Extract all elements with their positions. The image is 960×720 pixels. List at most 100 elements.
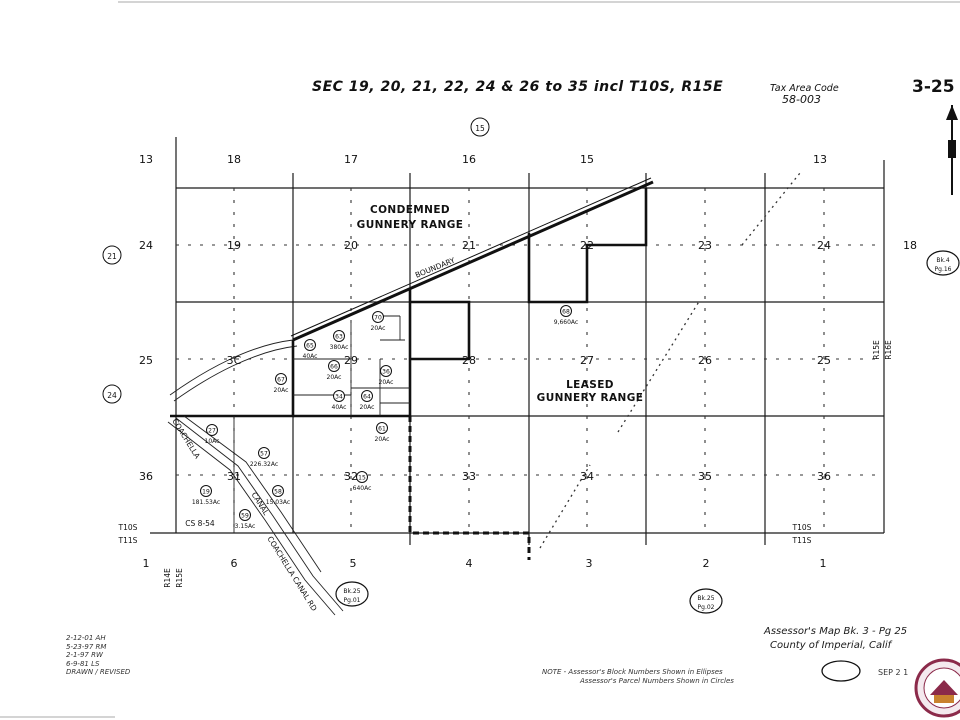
adjacent-section-number: 15 [580, 153, 594, 166]
amendment-entry: 2-12-01 AH [66, 634, 106, 642]
map-title: SEC 19, 20, 21, 22, 24 & 26 to 35 incl T… [312, 79, 724, 95]
parcel-circle [328, 360, 340, 372]
parcel-number: 61 [378, 426, 386, 433]
parcel-circle [376, 422, 388, 434]
block-number-ellipse-legend [821, 660, 861, 682]
note-parcel-numbers: Assessor's Parcel Numbers Shown in Circl… [580, 677, 734, 685]
parcel-number: 63 [335, 334, 343, 341]
range-label: R14E [163, 568, 172, 588]
adjacent-section-circle-number: 21 [107, 252, 117, 261]
book-reference-book: Bk.4 [936, 257, 949, 264]
parcel-circle [275, 373, 287, 385]
parcel-number: 66 [330, 364, 338, 371]
parcel-acreage: 10Ac [205, 438, 220, 445]
amendment-entry: 6-9-81 LS [66, 659, 100, 668]
section-number: 28 [462, 354, 476, 367]
parcel-number: 15 [358, 475, 366, 482]
adjacent-section-number: 36 [139, 470, 153, 483]
adjacent-section-number: 3 [586, 557, 593, 570]
parcel-circle [560, 305, 572, 317]
parcel-acreage: 9,660Ac [554, 319, 578, 326]
section-number: 26 [698, 354, 712, 367]
adjacent-section-number: 18 [903, 239, 917, 252]
tax-area-value: 58-003 [782, 93, 821, 106]
parcel-acreage: 380Ac [330, 344, 349, 351]
parcel-circle [206, 424, 218, 436]
section-number: 34 [580, 470, 594, 483]
parcel-circle [372, 311, 384, 323]
section-number: 19 [227, 239, 241, 252]
canal-label-upper: COACHELLA [170, 417, 202, 461]
parcel-acreage: 640Ac [353, 485, 372, 492]
condemned-range-label: GUNNERY RANGE [357, 219, 464, 231]
condemned-range-label: CONDEMNED [370, 204, 450, 216]
parcel-acreage: 15.03Ac [266, 499, 290, 506]
adjacent-section-number: 16 [462, 153, 476, 166]
quarter-section-lines [176, 188, 884, 533]
adjacent-section-number: 18 [227, 153, 241, 166]
adjacent-section-circle [102, 384, 122, 404]
adjacent-section-number: 4 [466, 557, 473, 570]
parcel-circle [333, 330, 345, 342]
parcel-acreage: 181.53Ac [192, 499, 220, 506]
parcel-circle [200, 485, 212, 497]
parcel-label-layer: 689,660Ac7020Ac63380Ac6540Ac6620Ac6720Ac… [192, 305, 578, 530]
parcel-circle [258, 447, 270, 459]
section-number: 36 [817, 470, 831, 483]
tax-area-label: Tax Area Code [770, 83, 839, 94]
gunnery-range-boundary [290, 177, 654, 342]
parcel-number: 64 [363, 394, 371, 401]
book-reference-page: Pg.01 [344, 597, 361, 604]
adjacent-section-number: 17 [344, 153, 358, 166]
map-number: 3-25 [912, 77, 955, 97]
amendment-entry: 2-1-97 RW [66, 651, 103, 660]
canal-road-label: COACHELLA CANAL RD [265, 535, 318, 613]
parcel-acreage: 20Ac [327, 374, 342, 381]
adjacent-section-number: 2 [703, 557, 710, 570]
north-arrow-icon [946, 105, 958, 195]
range-label: R15E [175, 568, 184, 588]
adjacent-section-number: 25 [139, 354, 153, 367]
amendment-entry: DRAWN / REVISED [66, 668, 131, 677]
parcel-acreage: 20Ac [375, 436, 390, 443]
top-section-circle-number: 15 [475, 124, 485, 133]
adjacent-section-number: 1 [143, 557, 150, 570]
section-number: 29 [344, 354, 358, 367]
book-reference-ellipse [335, 581, 369, 607]
book-reference-ellipse [926, 250, 960, 276]
adjacent-section-number: 5 [350, 557, 357, 570]
adjacent-section-number: 24 [139, 239, 153, 252]
parcel-acreage: 20Ac [360, 404, 375, 411]
parcel-number: 65 [306, 343, 314, 350]
parcel-number: 57 [260, 451, 268, 458]
parcel-acreage: 40Ac [303, 353, 318, 360]
adjacent-section-number: 13 [813, 153, 827, 166]
section-number: 3C [227, 354, 242, 367]
section-number: 24 [817, 239, 831, 252]
section-number: 35 [698, 470, 712, 483]
section-number: 32 [344, 470, 358, 483]
parcel-number: 59 [241, 513, 249, 520]
section-number: 23 [698, 239, 712, 252]
township-label: T11S [118, 536, 138, 545]
parcel-circle [361, 390, 373, 402]
township-label: T11S [792, 536, 812, 545]
county-seal-icon [914, 658, 960, 718]
section-number: 21 [462, 239, 476, 252]
book-reference-book: Bk.25 [343, 588, 360, 595]
assessor-map-reference: Assessor's Map Bk. 3 - Pg 25 [764, 626, 908, 637]
book-reference-book: Bk.25 [697, 595, 714, 602]
township-label: T10S [792, 523, 812, 532]
road-diagonal [169, 339, 298, 402]
date-stamp: SEP 2 1 [878, 668, 909, 677]
parcel-number: 36 [382, 369, 390, 376]
parcel-number: 34 [335, 394, 343, 401]
book-reference-page: Pg.02 [698, 604, 715, 611]
section-number: 33 [462, 470, 476, 483]
section-number: 27 [580, 354, 594, 367]
parcel-number: 67 [277, 377, 285, 384]
adjacent-section-number: 6 [231, 557, 238, 570]
book-reference-page: Pg.16 [935, 266, 952, 273]
